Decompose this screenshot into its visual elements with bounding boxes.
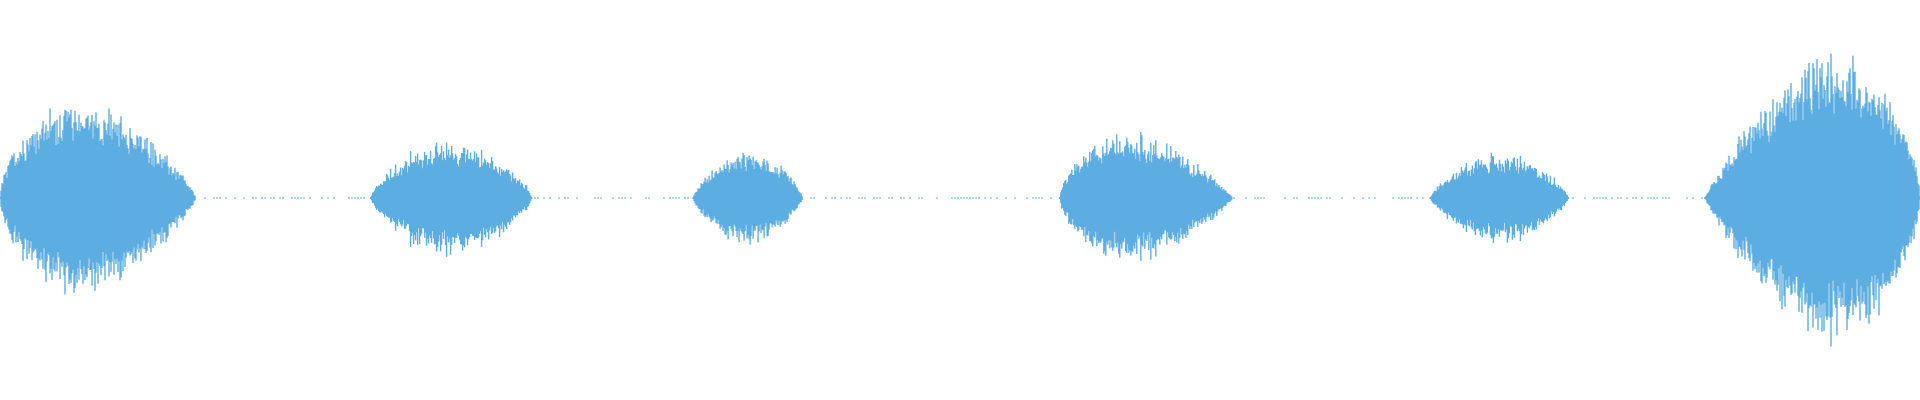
waveform-bars-group [0,53,1920,347]
